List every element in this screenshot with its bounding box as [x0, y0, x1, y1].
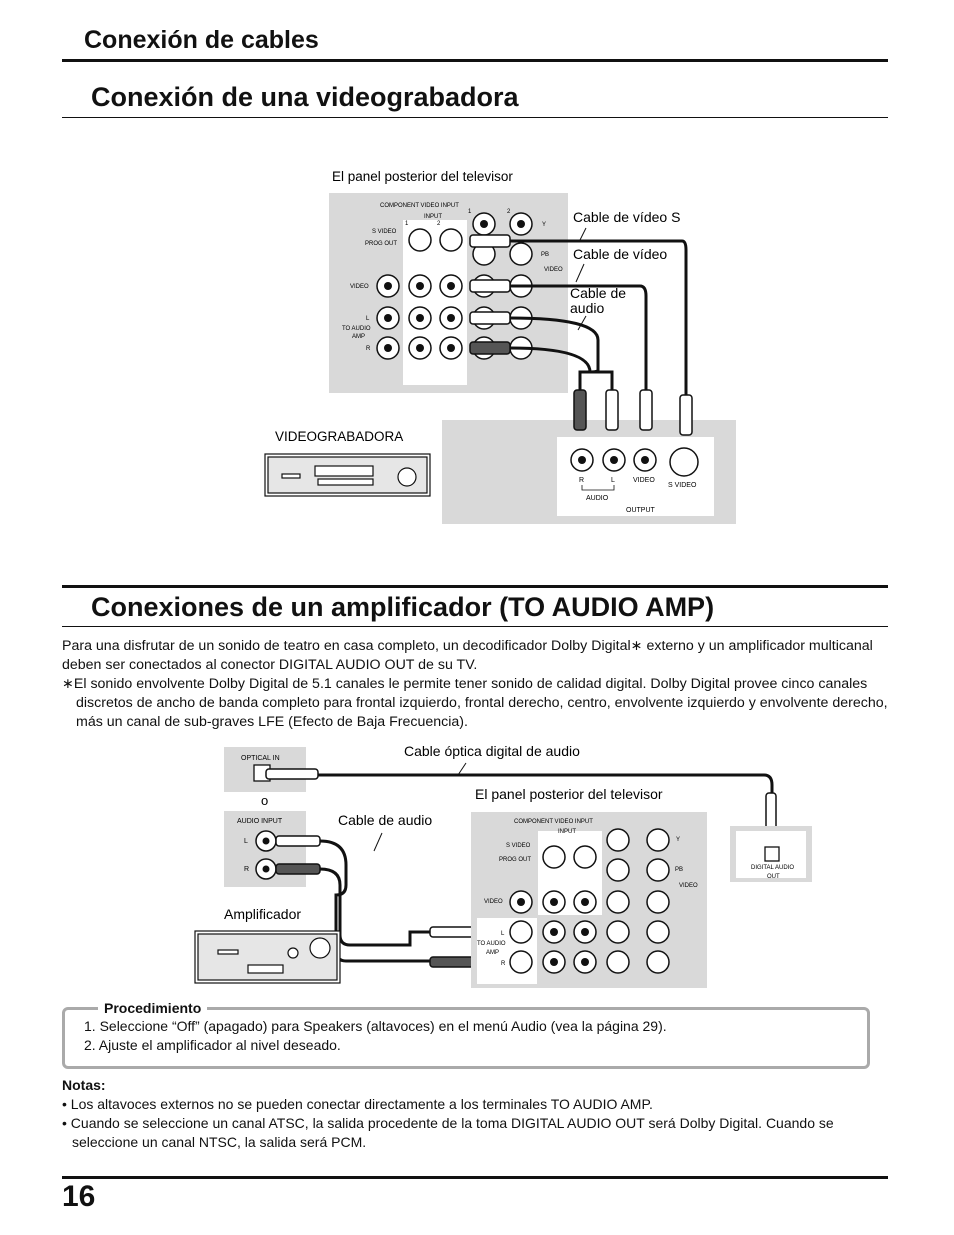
svg-text:1: 1 [405, 221, 409, 227]
svg-text:Y: Y [676, 837, 680, 843]
amplifier-label: Amplificador [224, 906, 301, 922]
svg-text:R: R [244, 866, 249, 873]
svg-text:L: L [611, 477, 615, 484]
svg-text:L: L [366, 316, 370, 322]
svg-text:L: L [244, 838, 248, 845]
svg-text:COMPONENT VIDEO INPUT: COMPONENT VIDEO INPUT [514, 819, 593, 825]
svg-text:VIDEO: VIDEO [484, 899, 503, 905]
svg-text:R: R [501, 961, 506, 967]
svg-text:INPUT: INPUT [424, 214, 442, 220]
note-item: • Cuando se seleccione un canal ATSC, la… [62, 1115, 834, 1150]
intro-paragraph: Para una disfrutar de un sonido de teatr… [62, 638, 873, 673]
svg-text:S VIDEO: S VIDEO [668, 482, 697, 489]
svg-text:PROG OUT: PROG OUT [365, 241, 397, 247]
procedure-step-2: 2. Ajuste el amplificador al nivel desea… [84, 1037, 341, 1053]
note-item: • Los altavoces externos no se pueden co… [62, 1096, 653, 1112]
svg-text:VIDEO: VIDEO [679, 883, 698, 889]
tv-jack-centers [384, 220, 525, 352]
audio-cable-label: Cable de [570, 285, 626, 301]
svg-text:PB: PB [541, 252, 549, 258]
header-rule [62, 59, 888, 62]
section-header: Conexión de cables [84, 26, 319, 54]
svg-text:PROG OUT: PROG OUT [499, 857, 531, 863]
svg-text:VIDEO: VIDEO [350, 284, 369, 290]
tv-plugs [469, 234, 511, 355]
svg-text:R: R [366, 346, 371, 352]
svg-text:OUT: OUT [767, 874, 780, 880]
svideo-cable-label: Cable de vídeo S [573, 209, 680, 225]
svg-text:R: R [579, 477, 584, 484]
or-label: o [261, 793, 268, 808]
svg-text:VIDEO: VIDEO [544, 267, 563, 273]
amplifier-device-illustration [194, 930, 341, 984]
vcr-plugs [573, 389, 693, 436]
svg-text:S VIDEO: S VIDEO [506, 843, 531, 849]
tv-panel-label-2: El panel posterior del televisor [475, 786, 663, 802]
svg-text:INPUT: INPUT [558, 829, 576, 835]
svg-text:2: 2 [507, 209, 511, 215]
svg-text:TO AUDIO: TO AUDIO [477, 941, 506, 947]
svg-text:S VIDEO: S VIDEO [372, 229, 397, 235]
procedure-title: Procedimiento [98, 1000, 208, 1016]
svg-text:VIDEO: VIDEO [633, 477, 655, 484]
amp-section-rule [62, 585, 888, 588]
amp-title-rule [62, 626, 888, 627]
vcr-title-rule [62, 117, 888, 118]
svg-text:PB: PB [675, 867, 683, 873]
svg-text:audio: audio [570, 300, 604, 316]
svg-text:1: 1 [468, 209, 472, 215]
vcr-label: VIDEOGRABADORA [275, 429, 403, 444]
vcr-cables [509, 239, 688, 395]
svg-text:L: L [501, 931, 505, 937]
amp-section-title: Conexiones de un amplificador (TO AUDIO … [91, 592, 715, 622]
video-cable-label: Cable de vídeo [573, 246, 667, 262]
notes-title: Notas: [62, 1077, 106, 1093]
svg-text:2: 2 [437, 221, 441, 227]
svg-text:COMPONENT VIDEO INPUT: COMPONENT VIDEO INPUT [380, 203, 459, 209]
dolby-footnote: ∗El sonido envolvente Dolby Digital de 5… [62, 676, 888, 730]
svg-text:TO AUDIO: TO AUDIO [342, 326, 371, 332]
svg-text:AMP: AMP [486, 950, 499, 956]
vcr-device-illustration [264, 453, 431, 497]
footer-rule [62, 1176, 888, 1179]
amp-connection-diagram: OPTICAL IN o AUDIO INPUT L R Cable óptic… [194, 743, 812, 988]
vcr-section-title: Conexión de una videograbadora [91, 82, 519, 112]
tv-panel-label: El panel posterior del televisor [332, 169, 513, 184]
procedure-step-1: 1. Seleccione “Off” (apagado) para Speak… [84, 1018, 667, 1034]
cable-leaders [575, 227, 587, 331]
amp-intro: Para una disfrutar de un sonido de teatr… [62, 637, 890, 732]
svg-text:OUTPUT: OUTPUT [626, 507, 656, 514]
audio-cable-label: Cable de audio [338, 812, 432, 828]
page-number: 16 [62, 1180, 96, 1213]
svg-text:AUDIO: AUDIO [586, 495, 609, 502]
svg-text:Y: Y [542, 222, 546, 228]
svg-text:AMP: AMP [352, 334, 365, 340]
procedure-box [62, 1007, 870, 1069]
svg-text:OPTICAL IN: OPTICAL IN [241, 755, 280, 762]
optical-cable-label: Cable óptica digital de audio [404, 743, 580, 759]
svg-text:DIGITAL AUDIO: DIGITAL AUDIO [751, 865, 794, 871]
vcr-connection-diagram: El panel posterior del televisor COMPONE… [264, 169, 736, 524]
svg-text:AUDIO INPUT: AUDIO INPUT [237, 818, 283, 825]
